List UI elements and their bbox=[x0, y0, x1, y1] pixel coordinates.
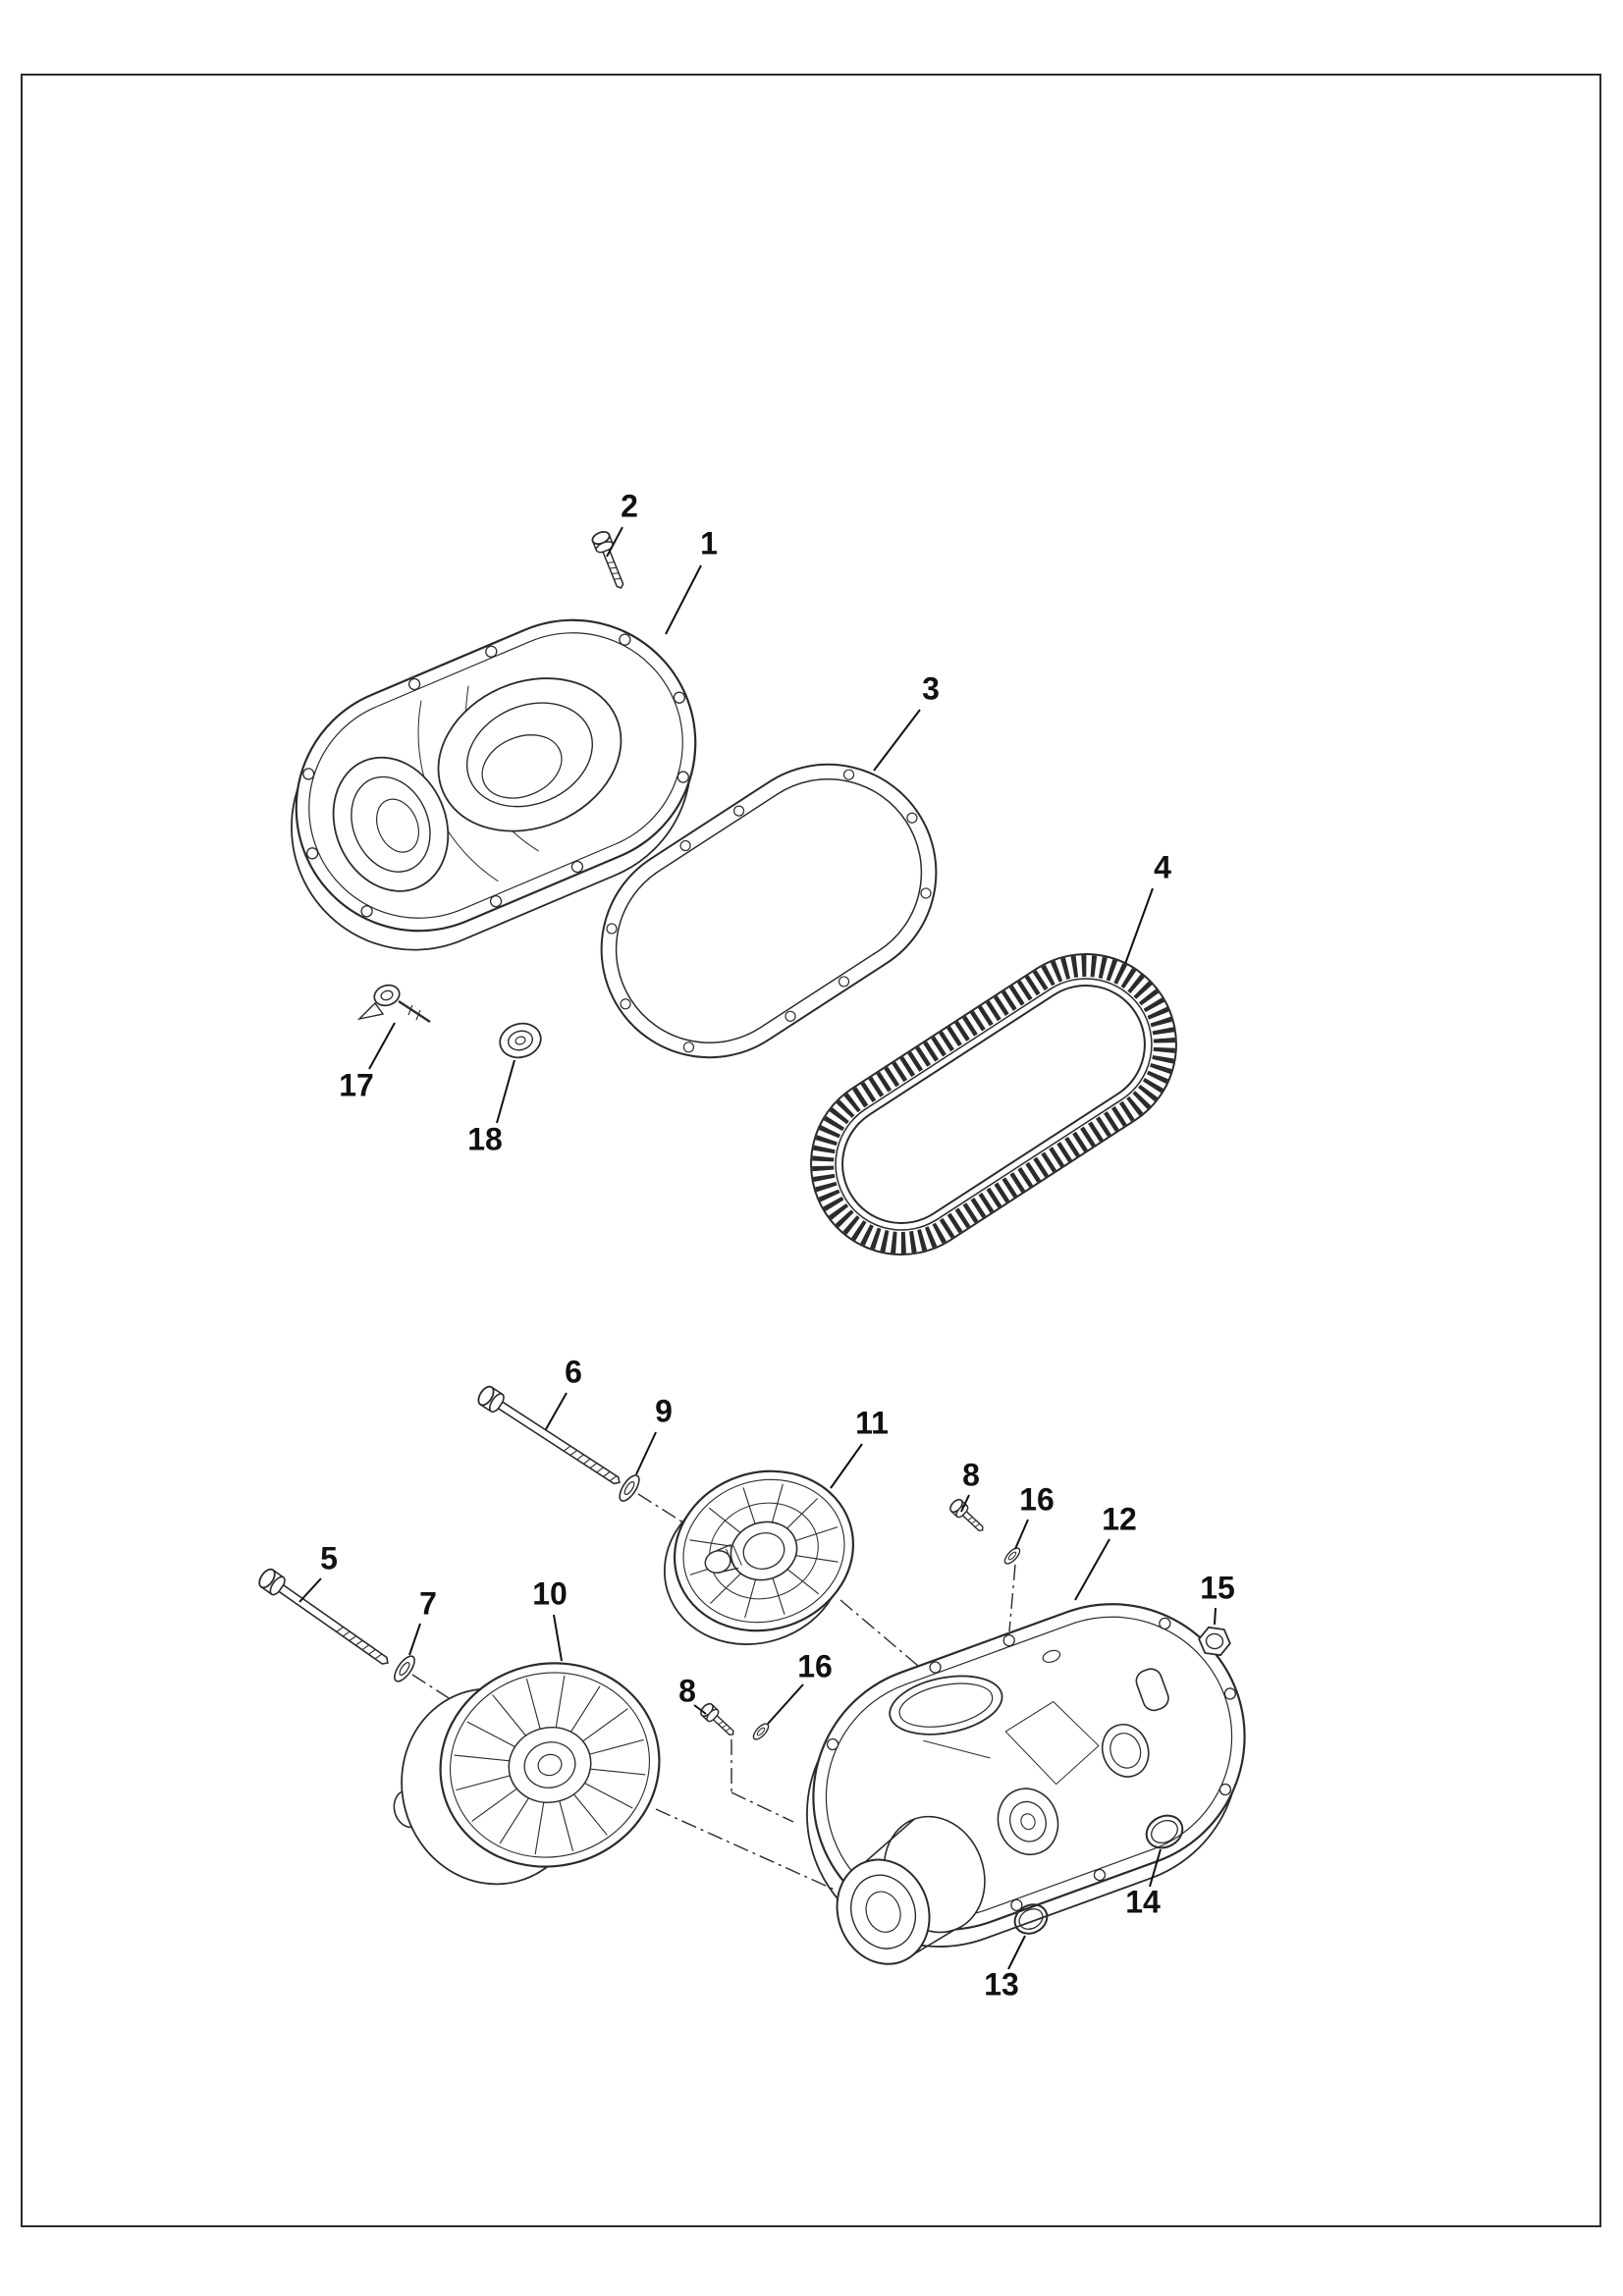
cover-oval-opening bbox=[889, 1675, 1003, 1735]
callout-leader-15 bbox=[1214, 1607, 1217, 1626]
part-14-o-ring bbox=[1145, 1814, 1184, 1849]
part-1-outer-cover bbox=[291, 618, 697, 951]
callout-label-16: 16 bbox=[797, 1648, 833, 1683]
callout-leader-3 bbox=[873, 709, 921, 772]
part-15-nut bbox=[1198, 1626, 1231, 1657]
part-3-gasket bbox=[600, 763, 938, 1059]
part-8-bolt-upper bbox=[949, 1498, 984, 1531]
part-17-clip bbox=[356, 984, 431, 1024]
gasket-bolt-holes bbox=[606, 769, 932, 1053]
part-13-o-ring bbox=[1013, 1903, 1049, 1935]
callout-leader-14 bbox=[1149, 1848, 1162, 1888]
page-border bbox=[21, 74, 1601, 2227]
part-8-bolt-lower bbox=[700, 1702, 734, 1735]
belt-teeth bbox=[812, 955, 1175, 1254]
part-5-bolt bbox=[258, 1568, 389, 1665]
callout-label-11: 11 bbox=[855, 1405, 889, 1440]
callout-label-2: 2 bbox=[621, 488, 638, 523]
part-10-primary-sheave bbox=[393, 1662, 661, 1886]
callout-label-10: 10 bbox=[532, 1575, 568, 1611]
callout-leader-16 bbox=[1014, 1519, 1029, 1550]
part-6-bolt bbox=[477, 1385, 621, 1485]
callout-label-4: 4 bbox=[1154, 849, 1171, 884]
sheave-hub bbox=[730, 1521, 798, 1581]
bearing-boss bbox=[997, 1788, 1059, 1856]
part-12-inner-cover bbox=[806, 1603, 1246, 1965]
callout-leader-8 bbox=[693, 1704, 707, 1715]
callout-leader-18 bbox=[496, 1059, 515, 1124]
callout-label-7: 7 bbox=[419, 1585, 437, 1621]
sheave-hub bbox=[508, 1726, 592, 1804]
cover-boss bbox=[332, 756, 450, 892]
part-18-plug bbox=[499, 1022, 542, 1059]
callout-leader-10 bbox=[553, 1614, 563, 1662]
part-11-secondary-sheave bbox=[663, 1469, 855, 1645]
part-2-bolt bbox=[591, 530, 624, 589]
callout-label-15: 15 bbox=[1200, 1570, 1235, 1605]
cover-opening bbox=[437, 677, 622, 832]
part-9-washer bbox=[619, 1474, 640, 1502]
callout-leader-17 bbox=[368, 1022, 396, 1070]
callout-label-14: 14 bbox=[1125, 1884, 1161, 1919]
part-7-washer bbox=[394, 1655, 415, 1682]
callout-label-16: 16 bbox=[1019, 1481, 1055, 1517]
callout-leader-4 bbox=[1124, 887, 1154, 965]
callout-label-8: 8 bbox=[678, 1673, 696, 1708]
callout-leader-6 bbox=[545, 1392, 568, 1430]
callout-leader-12 bbox=[1074, 1538, 1110, 1601]
cooling-fins bbox=[454, 1675, 646, 1855]
callout-leader-9 bbox=[635, 1431, 657, 1475]
callout-label-6: 6 bbox=[565, 1354, 582, 1389]
callout-label-18: 18 bbox=[467, 1121, 503, 1156]
callout-label-5: 5 bbox=[320, 1540, 338, 1575]
callout-label-12: 12 bbox=[1102, 1501, 1137, 1536]
callout-label-9: 9 bbox=[655, 1393, 673, 1428]
callout-leader-16 bbox=[767, 1683, 804, 1725]
callout-label-13: 13 bbox=[984, 1966, 1019, 2002]
callout-leader-8 bbox=[960, 1494, 970, 1513]
callout-label-8: 8 bbox=[962, 1457, 980, 1492]
slot-opening bbox=[1135, 1668, 1169, 1712]
part-4-drive-belt bbox=[810, 953, 1177, 1255]
callout-leader-5 bbox=[298, 1577, 322, 1603]
callout-leader-11 bbox=[830, 1443, 863, 1489]
part-16-washer-upper bbox=[1003, 1547, 1021, 1565]
part-16-washer-lower bbox=[752, 1723, 770, 1740]
callout-leader-2 bbox=[606, 526, 623, 558]
callout-label-1: 1 bbox=[700, 525, 718, 561]
gasket-outline bbox=[600, 763, 938, 1059]
callout-leader-1 bbox=[665, 564, 702, 635]
callout-label-17: 17 bbox=[339, 1067, 374, 1102]
cover-bolt-holes bbox=[826, 1617, 1237, 1911]
bore-face bbox=[836, 1858, 931, 1965]
callout-leader-7 bbox=[408, 1623, 421, 1656]
callout-leader-13 bbox=[1007, 1935, 1026, 1970]
cover-bolt-holes bbox=[302, 633, 689, 918]
callout-label-3: 3 bbox=[922, 670, 940, 706]
